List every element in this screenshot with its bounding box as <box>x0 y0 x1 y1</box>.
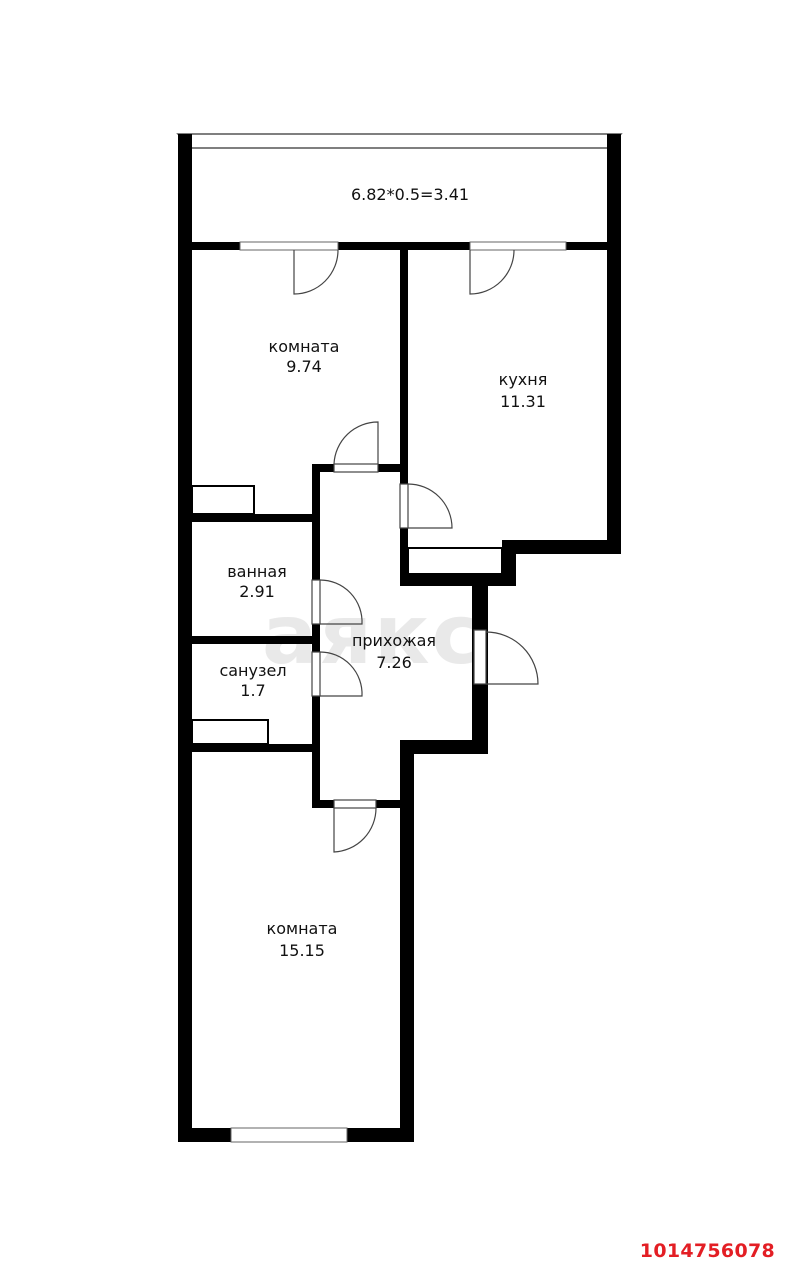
balcony-label: 6.82*0.5=3.41 <box>350 185 470 204</box>
toilet-label: санузел <box>219 661 287 680</box>
windows <box>230 241 567 1143</box>
kitchen-niche <box>407 547 503 575</box>
kitchen-area: 11.31 <box>500 392 546 411</box>
room-area: 9.74 <box>286 357 322 376</box>
watermark: аякс <box>262 588 483 683</box>
kitchen-label: кухня <box>498 370 548 389</box>
balcony <box>176 133 623 244</box>
toilet-area: 1.7 <box>240 681 266 700</box>
hallway-area: 7.26 <box>376 653 412 672</box>
listing-id: 1014756078 <box>639 1240 775 1262</box>
room-label: комната <box>266 919 338 938</box>
toilet-niche <box>191 719 269 745</box>
room-label: комната <box>268 337 340 356</box>
room-area: 15.15 <box>279 941 325 960</box>
doors <box>293 249 539 853</box>
bathroom-label: ванная <box>227 562 287 581</box>
closet <box>191 485 255 515</box>
bathroom-area: 2.91 <box>239 582 275 601</box>
hallway-label: прихожая <box>351 631 437 650</box>
